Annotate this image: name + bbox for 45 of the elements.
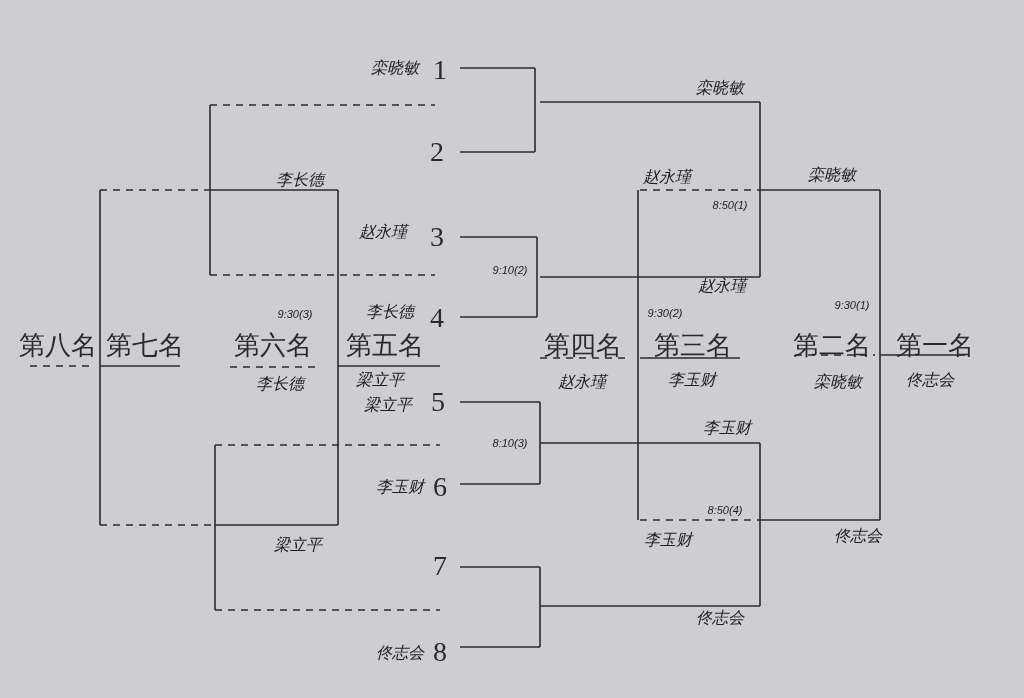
seed-number: 7 (433, 552, 447, 580)
handwritten-name: 梁立平 (274, 537, 322, 553)
seed-number: 3 (430, 223, 444, 251)
handwritten-name: 栾晓敏 (371, 60, 419, 76)
match-time: 9:10(2) (492, 264, 528, 276)
handwritten-name: 李长德 (256, 376, 304, 392)
handwritten-name: 梁立平 (364, 397, 412, 413)
match-time: 8:50(4) (707, 504, 743, 516)
handwritten-name: 李玉财 (668, 372, 716, 388)
seed-number: 4 (430, 304, 444, 332)
handwritten-name: 赵永瑾 (698, 278, 746, 294)
match-time: 9:30(1) (834, 299, 870, 311)
handwritten-name: 佟志会 (696, 610, 744, 626)
handwritten-name: 李玉财 (376, 479, 424, 495)
seed-number: 6 (433, 473, 447, 501)
handwritten-name: 栾晓敏 (696, 80, 744, 96)
handwritten-name: 赵永瑾 (643, 169, 691, 185)
match-time: 8:10(3) (492, 437, 528, 449)
handwritten-name: 梁立平 (356, 372, 404, 388)
handwritten-name: 栾晓敏 (814, 374, 862, 390)
match-time: 8:50(1) (712, 199, 748, 211)
seed-number: 8 (433, 638, 447, 666)
match-time: 9:30(2) (647, 307, 683, 319)
handwritten-name: 李玉财 (644, 532, 692, 548)
handwritten-name: 佟志会 (376, 645, 424, 661)
handwritten-name: 赵永瑾 (558, 374, 606, 390)
rank-label: 第七名 (106, 332, 184, 358)
handwritten-name: 栾晓敏 (808, 167, 856, 183)
rank-label: 第三名 (654, 332, 732, 358)
handwritten-name: 李长德 (366, 304, 414, 320)
seed-number: 2 (430, 138, 444, 166)
rank-label: 第八名 (19, 332, 97, 358)
rank-label: 第二名 (793, 332, 871, 358)
handwritten-name: 佟志会 (906, 372, 954, 388)
seed-number: 5 (431, 388, 445, 416)
rank-label: 第一名 (896, 332, 974, 358)
rank-label: 第五名 (346, 332, 424, 358)
seed-number: 1 (433, 56, 447, 84)
handwritten-name: 李长德 (276, 172, 324, 188)
rank-label: 第四名 (544, 332, 622, 358)
rank-label: 第六名 (234, 332, 312, 358)
handwritten-name: 佟志会 (834, 528, 882, 544)
match-time: 9:30(3) (277, 308, 313, 320)
handwritten-name: 李玉财 (703, 420, 751, 436)
handwritten-name: 赵永瑾 (359, 224, 407, 240)
